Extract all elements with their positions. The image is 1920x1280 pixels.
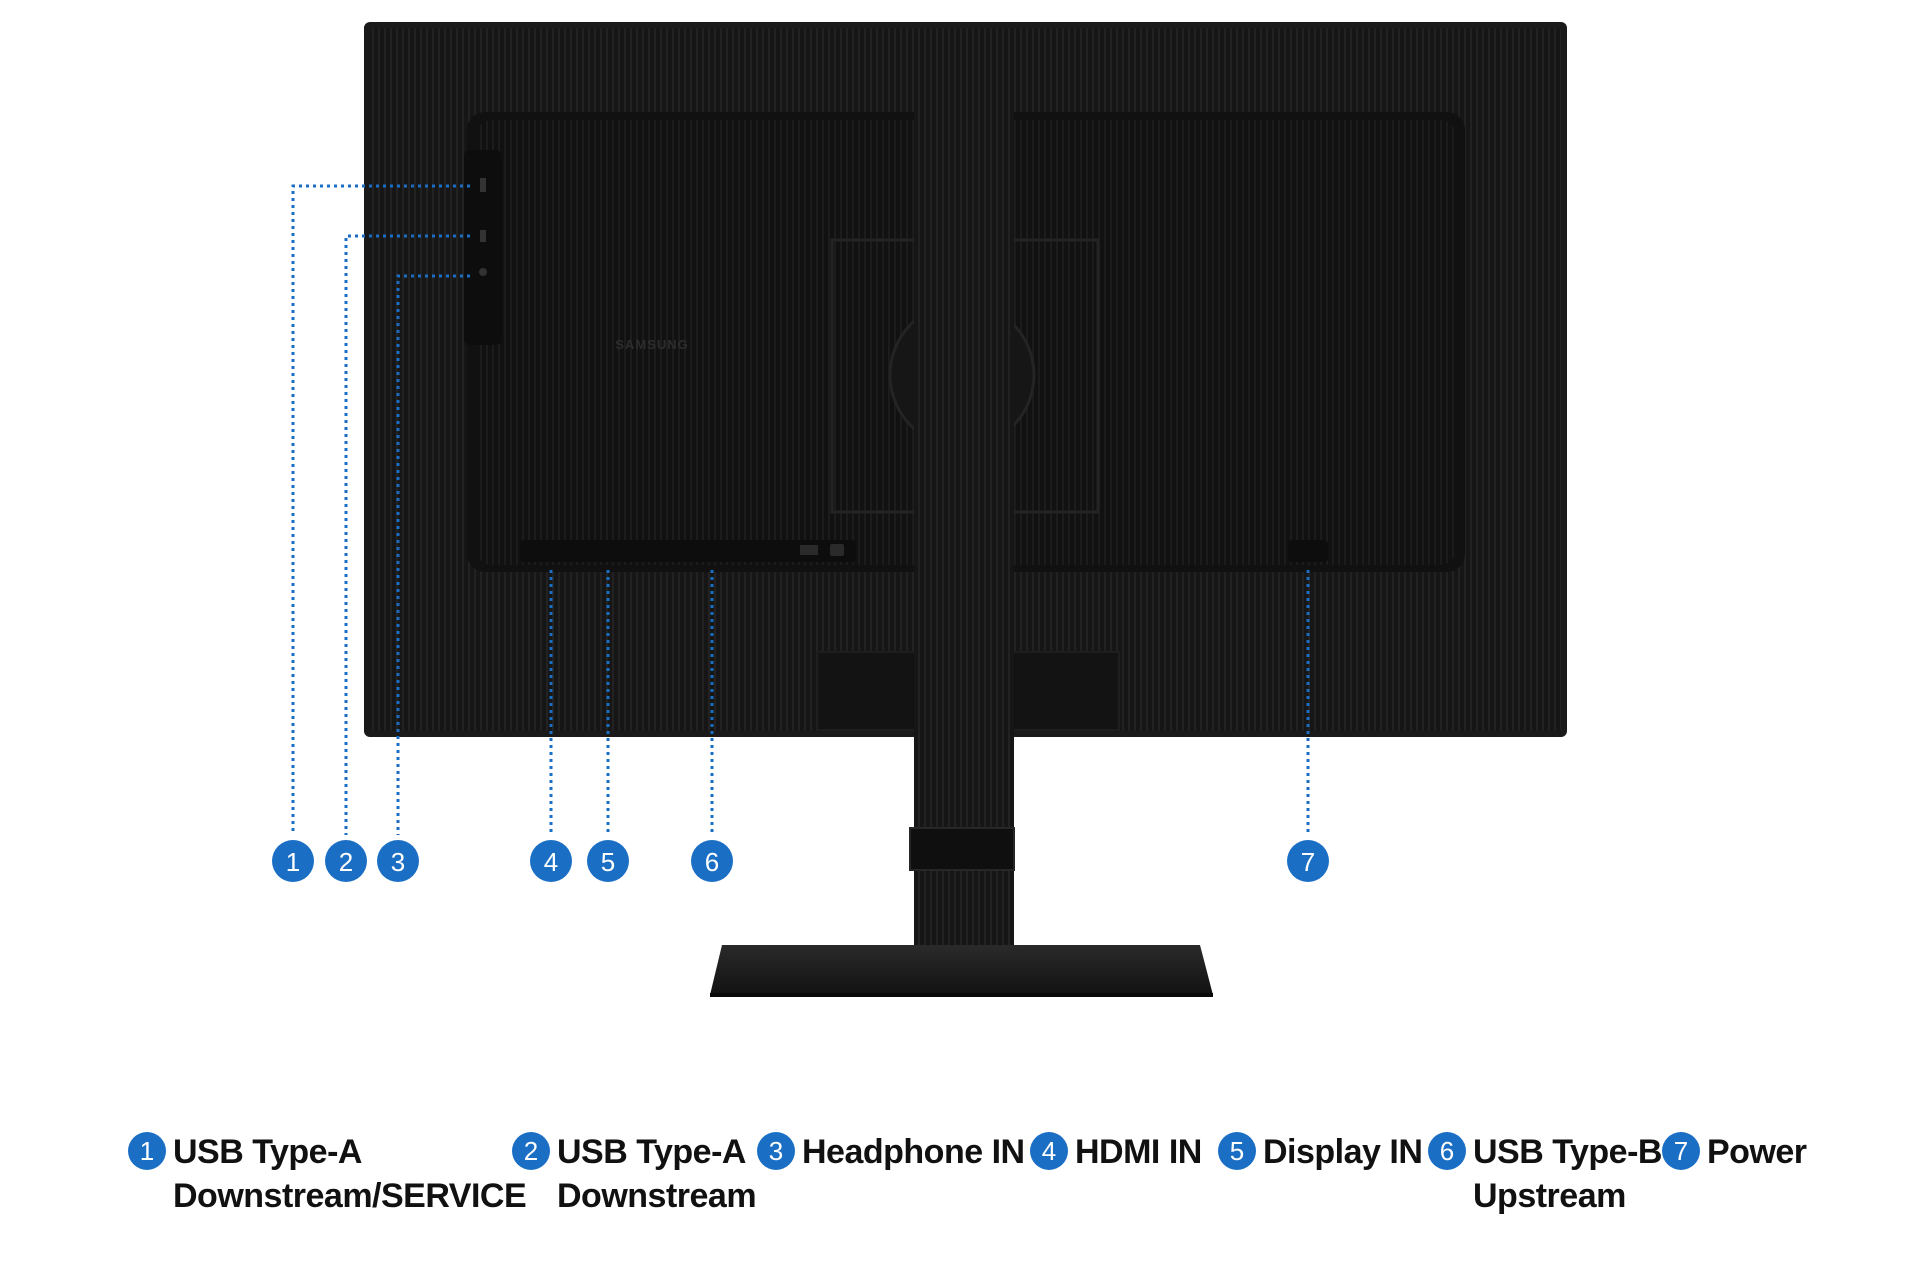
legend-label: Headphone IN [802,1133,1025,1171]
legend-item-usb-a-downstream: 2 USB Type-A Downstream [512,1130,757,1218]
legend-number: 7 [1662,1132,1700,1170]
callout-number: 2 [339,847,353,877]
power-port [1288,540,1328,562]
monitor-stand [710,38,1213,997]
legend-label-line2: Upstream [1473,1177,1626,1215]
legend-label: USB Type-B [1473,1133,1662,1171]
legend-label: Display IN [1263,1133,1423,1171]
stand-base [710,945,1213,995]
legend-item-hdmi: 4 HDMI IN [1030,1130,1202,1174]
legend-label-line2: Downstream [557,1177,757,1215]
legend-number: 3 [757,1132,795,1170]
legend-item-usb-a-service: 1 USB Type-A Downstream/SERVICE [128,1130,527,1218]
legend-label: Power [1707,1133,1807,1171]
legend-label: USB Type-A [557,1133,746,1171]
legend-number: 5 [1218,1132,1256,1170]
callout-number: 4 [544,847,558,877]
callout-number: 1 [286,847,300,877]
bottom-port-strip [520,540,856,562]
legend-item-power: 7 Power [1662,1130,1807,1174]
callout-number: 3 [391,847,405,877]
legend-item-displayport: 5 Display IN [1218,1130,1423,1174]
callout-number: 7 [1301,847,1315,877]
legend-item-usb-b-upstream: 6 USB Type-B Upstream [1428,1130,1662,1218]
legend-label: USB Type-A [173,1133,362,1171]
legend-label: HDMI IN [1075,1133,1202,1171]
side-port-strip [464,150,502,345]
callout-lines [291,184,1310,835]
legend-number: 1 [128,1132,166,1170]
callout-markers: 1 2 3 4 5 6 7 [272,840,1329,882]
legend-number: 4 [1030,1132,1068,1170]
callout-number: 6 [705,847,719,877]
legend-number: 2 [512,1132,550,1170]
legend-item-headphone: 3 Headphone IN [757,1130,1025,1174]
port-legend: 1 USB Type-A Downstream/SERVICE 2 USB Typ… [0,1130,1920,1240]
legend-number: 6 [1428,1132,1466,1170]
legend-label-line2: Downstream/SERVICE [173,1177,527,1215]
brand-logo: SAMSUNG [615,337,688,352]
callout-number: 5 [601,847,615,877]
